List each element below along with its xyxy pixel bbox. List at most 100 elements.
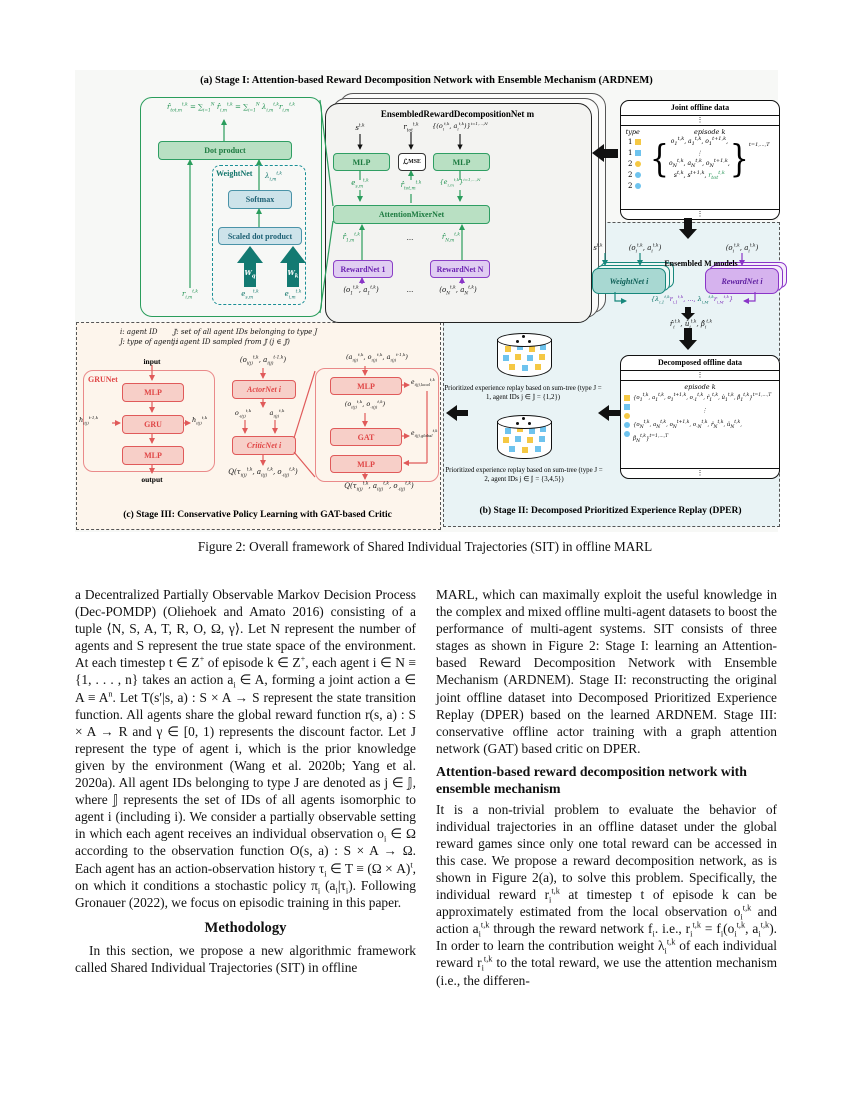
legend-sampled-id: j: agent ID sampled from 𝕁 (j ∈ 𝕁) xyxy=(173,338,290,346)
s2-oa-input-right: (oit,k, ait,k) xyxy=(725,243,759,255)
r1-hat-label: r̂1,mt,k xyxy=(342,232,360,244)
type-row: 2 xyxy=(624,180,642,191)
episode-column: episode k { o1t,k, a1t,k, o1t+1,k, ⋮ oNt… xyxy=(643,128,776,207)
joint-offline-data-panel: Joint offline data ⋮ type 1 1 2 2 2 epis… xyxy=(620,100,780,220)
figure-2-diagram: (a) Stage I: Attention-based Reward Deco… xyxy=(75,70,787,532)
e-s-input-label: es,mt,k xyxy=(241,289,259,301)
close-brace: } xyxy=(729,137,749,181)
reward-stats-label: r̂it,k, ûit,k, β̂it,k xyxy=(669,319,713,331)
e-i-input-label: ei,mt,k xyxy=(284,289,302,301)
oaN-input-label: (oNt,k, aNt,k) xyxy=(439,285,477,297)
type1-blue-square-marker xyxy=(635,149,642,156)
blue-square-marker xyxy=(624,404,630,410)
rewardnet-i-box: RewardNet i xyxy=(705,268,779,294)
rewardnet-1-box: RewardNet 1 xyxy=(333,260,393,278)
state-input-label: st,k xyxy=(355,123,365,132)
joint-data-title: Joint offline data xyxy=(621,101,779,116)
criticnet-box: CriticNet i xyxy=(232,436,296,455)
vdots: ⋮ xyxy=(621,371,779,381)
paragraph: It is a non-trivial problem to evaluate … xyxy=(436,801,778,988)
subsection-heading: Attention-based reward decomposition net… xyxy=(436,763,747,796)
stage1-title: (a) Stage I: Attention-based Reward Deco… xyxy=(200,75,653,86)
lambda-r-set-label: {λi,1t,kri,1t,k, ..., λi,Mt,kri,Mt,k} xyxy=(650,293,734,305)
time-superscript: t=1,...,T xyxy=(748,142,770,148)
q-value-label: Q(τi(j)t,k, ai(j)t,k, o-i(j)t,k) xyxy=(228,467,298,479)
dot-product-box: Dot product xyxy=(158,141,292,160)
type2-yellow-circle-marker xyxy=(635,160,642,167)
type2-blue-circle-marker xyxy=(635,171,642,178)
vdots: ⋮ xyxy=(621,468,779,478)
rN-hat-label: r̂N,mt,k xyxy=(441,232,460,244)
s2-state-input: st,k xyxy=(593,243,603,252)
left-column: a Decentralized Partially Observable Mar… xyxy=(75,586,416,976)
marker-column xyxy=(624,391,630,447)
type2-blue-circle-marker xyxy=(635,182,642,189)
gru-mlp1-box: MLP xyxy=(122,383,184,402)
episode-header: episode k xyxy=(684,383,716,391)
paragraph: In this section, we propose a new algori… xyxy=(75,942,416,975)
e-im-set-label: {ei,mt,k}i=1,...,N xyxy=(439,176,481,188)
h-next-label: hi(j)t,k xyxy=(192,414,208,426)
weightnet-label: WeightNet xyxy=(216,169,253,178)
open-brace: { xyxy=(649,137,669,181)
attention-mixer-detail-panel xyxy=(140,97,322,317)
obs-action-set-input-label: {(oit,k, ait,k)}i=1,...,N xyxy=(432,120,488,132)
mlp-obs-box: MLP xyxy=(433,153,490,171)
type-row: 2 xyxy=(624,158,642,169)
ellipsis-mid: ... xyxy=(406,234,414,242)
o-neg-label: o-i(j)t,k xyxy=(234,407,252,419)
decomposed-rows: {o1t,k, a1t,k, o1t+1,k, o-1t,k, r̂1t,k, … xyxy=(633,393,772,445)
type-row: 1 xyxy=(624,136,642,147)
wk-label: Wk xyxy=(287,269,299,280)
episode-header: episode k xyxy=(694,128,726,136)
blue-circle-marker xyxy=(624,422,630,428)
stage3-caption: (c) Stage III: Conservative Policy Learn… xyxy=(123,510,392,520)
cylinder-lid xyxy=(497,333,552,347)
gru-box: GRU xyxy=(122,415,184,434)
lambda-label: λi,mt,k xyxy=(265,171,283,183)
a-out-label: ai(j)t,k xyxy=(269,407,285,419)
softmax-box: Softmax xyxy=(228,190,292,209)
per-type1-label: Prioritized experience replay based on s… xyxy=(444,385,602,402)
e-sm-label: es,mt,k xyxy=(351,178,369,190)
type-row: 2 xyxy=(624,169,642,180)
rtot-input-label: rtott,k xyxy=(403,122,419,134)
replay-buffer-type2-cylinder xyxy=(497,415,553,461)
paragraph: a Decentralized Partially Observable Mar… xyxy=(75,587,416,910)
mixer-formula: r̂tot,mt,k = ∑i=1N r̂i,mt,k = ∑i=1N λi,m… xyxy=(167,102,295,114)
ensemble-net-title: EnsembledRewardDecompositionNet m xyxy=(380,109,535,119)
rewardnet-n-box: RewardNet N xyxy=(430,260,490,278)
right-column: MARL, which can maximally exploit the us… xyxy=(436,586,777,989)
actor-input-label: (oi(j)t,k, ai(j)t-1,k) xyxy=(239,355,287,367)
critic-mlp-bottom-box: MLP xyxy=(330,455,402,473)
ensembled-m-models-label: Ensembled M models xyxy=(664,259,738,268)
critic-mlp-top-box: MLP xyxy=(330,377,402,395)
legend-id-set: 𝕁: set of all agent IDs belonging to typ… xyxy=(173,328,318,336)
blue-circle-marker xyxy=(624,431,630,437)
critic-mid-input-label: (oi(j)t,k, o-i(j)t,k) xyxy=(344,398,386,410)
gru-output-label: output xyxy=(141,475,163,484)
stage2-caption: (b) Stage II: Decomposed Prioritized Exp… xyxy=(479,506,742,516)
gat-box: GAT xyxy=(330,428,402,446)
per-type2-label: Prioritized experience replay based on s… xyxy=(445,467,603,484)
figure-caption: Figure 2: Overall framework of Shared In… xyxy=(197,539,653,554)
methodology-heading: Methodology xyxy=(204,919,287,936)
r-input-label: ri,mt,k xyxy=(182,289,198,301)
s2-oa-input-left: (oit,k, ait,k) xyxy=(628,243,662,255)
decomposed-data-title: Decomposed offline data xyxy=(621,356,779,371)
type-header: type xyxy=(625,128,640,136)
actornet-box: ActorNet i xyxy=(232,380,296,399)
paragraph: MARL, which can maximally exploit the us… xyxy=(436,587,777,756)
e-local-label: ei(j),localt,k xyxy=(411,378,435,388)
e-global-label: ei(j),globalt,k xyxy=(411,429,438,439)
replay-buffer-type1-cylinder xyxy=(497,333,553,379)
episode-tuple: { o1t,k, a1t,k, o1t+1,k, ⋮ oNt,k, aNt,k,… xyxy=(649,136,770,182)
q-value-detail-label: Q(τi(j)t,k, ai(j)t,k, o-i(j)t,k) xyxy=(344,481,414,493)
wq-label: Wq xyxy=(244,269,256,280)
decomposed-offline-data-panel: Decomposed offline data ⋮ episode k {o1t… xyxy=(620,355,780,479)
ellipsis-bottom: ... xyxy=(406,286,414,294)
type-row: 1 xyxy=(624,147,642,158)
attention-mixer-net-box: AttentionMixerNet xyxy=(333,205,490,224)
